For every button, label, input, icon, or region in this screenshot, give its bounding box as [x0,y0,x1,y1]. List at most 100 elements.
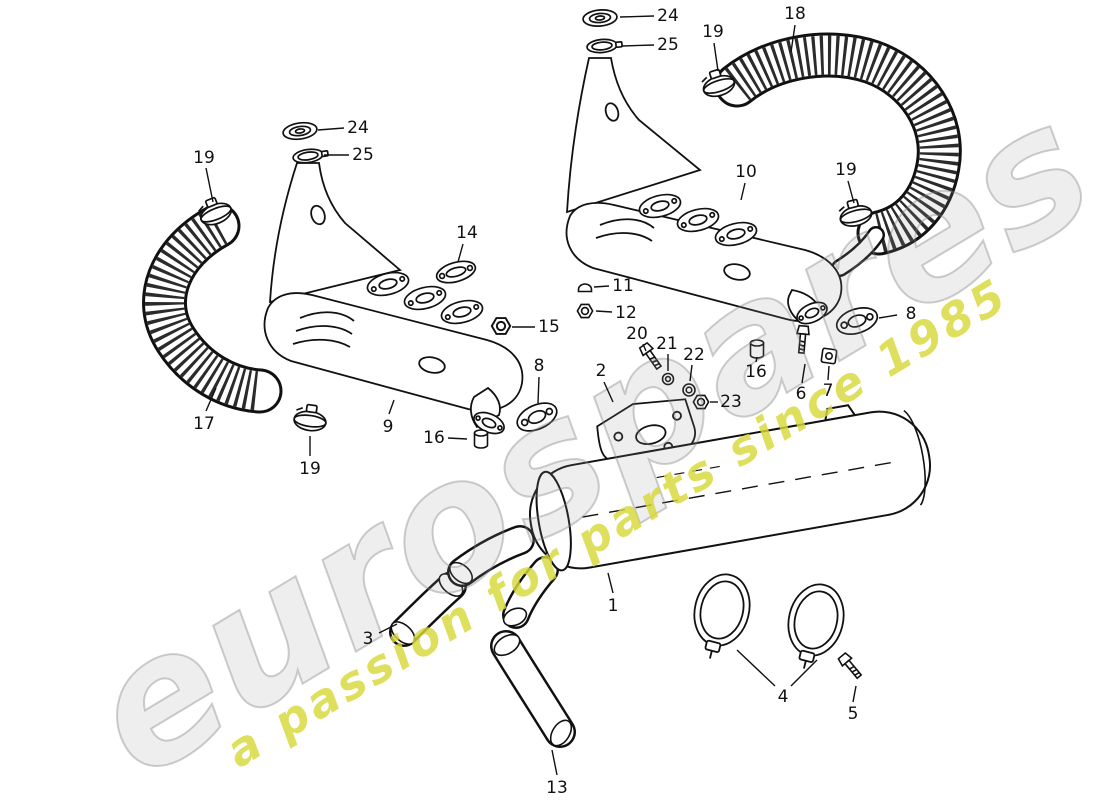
leader-line [852,685,857,703]
callout-24-left: 24 [317,118,369,138]
callout-16-right: 16 [745,356,767,382]
washer-21-part [661,372,675,386]
callout-21: 21 [656,334,678,371]
callout-label: 10 [735,162,757,182]
callout-label: 11 [612,276,634,296]
callout-19-top: 19 [702,22,724,72]
callout-label: 16 [745,362,767,382]
leader-line [205,167,214,203]
callout-19-right: 19 [835,160,857,204]
callout-label: 19 [702,22,724,42]
leader-line [317,127,345,131]
callout-25-left: 25 [324,145,374,165]
callout-7: 7 [823,365,834,401]
leader-line [378,623,398,634]
callout-17: 17 [193,387,217,434]
callout-label: 22 [683,345,705,365]
callout-label: 9 [383,417,394,437]
callout-label: 23 [720,392,742,412]
silencer-part [447,404,932,629]
leader-line [790,24,796,53]
callout-19-left-top: 19 [193,148,215,203]
callout-19-lower-left: 19 [299,436,321,479]
callout-label: 24 [657,6,679,26]
callout-label: 8 [906,304,917,324]
callout-5: 5 [848,685,859,724]
leader-line [827,365,830,381]
leader-line [878,314,898,319]
callout-13: 13 [546,749,568,798]
leader-line [205,387,217,412]
leader-line [621,44,655,47]
leader-line [801,363,806,384]
tail-pipe-front-part [389,571,467,647]
callout-label: 7 [823,381,834,401]
callout-6: 6 [796,363,807,404]
hex-nut-12-part [576,303,594,319]
callout-4: 4 [736,649,818,707]
silencer-clamp-b-part [787,583,845,669]
callout-label: 19 [835,160,857,180]
leader-line [607,572,614,594]
heat-exchanger-right-part [565,57,885,329]
callout-label: 16 [423,428,445,448]
callout-18: 18 [784,4,806,53]
leader-line [689,364,693,382]
leader-line [447,437,468,440]
callout-label: 21 [656,334,678,354]
callout-16-left: 16 [423,428,468,448]
leader-line [537,376,540,404]
callout-14: 14 [456,223,478,263]
callout-label: 13 [546,778,568,798]
callout-label: 12 [615,303,637,323]
heat-exchanger-left-part [263,162,524,439]
callout-label: 17 [193,414,215,434]
callout-label: 15 [538,317,560,337]
callout-label: 6 [796,384,807,404]
callout-8-left: 8 [534,356,545,404]
callout-label: 14 [456,223,478,243]
callout-label: 3 [363,629,374,649]
callout-3: 3 [363,623,398,649]
leader-line [642,343,647,352]
leader-line [593,285,610,288]
callout-8-right: 8 [878,304,917,324]
callout-12: 12 [595,303,637,323]
leader-line [755,356,758,363]
leader-line [847,180,855,204]
callout-label: 20 [626,324,648,344]
leader-line [457,243,464,263]
callout-label: 5 [848,704,859,724]
callout-9: 9 [383,399,395,437]
leader-line [551,749,558,776]
cap-nut-11-part [577,283,593,293]
callout-1: 1 [607,572,618,616]
callout-25-top: 25 [621,35,679,55]
leader-line [619,15,655,18]
leader-line [740,182,746,201]
callout-label: 24 [347,118,369,138]
callout-label: 25 [352,145,374,165]
leader-line [603,381,614,403]
gasket-14-part [435,260,477,284]
callout-11: 11 [593,276,634,296]
callout-10: 10 [735,162,757,201]
callout-label: 19 [193,148,215,168]
callout-15: 15 [512,317,560,337]
callout-label: 2 [596,361,607,381]
callout-label: 8 [534,356,545,376]
leader-line [790,659,818,687]
flexible-hose-left-part [142,203,283,414]
hex-nut-15-part [490,317,512,335]
tail-pipe-rear-part [490,630,576,748]
callout-label: 18 [784,4,806,24]
callout-label: 4 [778,687,789,707]
square-washer-7-part [820,347,838,365]
callout-22: 22 [683,345,705,382]
callout-24-top: 24 [619,6,679,26]
leader-line [595,310,613,313]
washer-22-part [682,383,696,397]
callout-label: 19 [299,459,321,479]
